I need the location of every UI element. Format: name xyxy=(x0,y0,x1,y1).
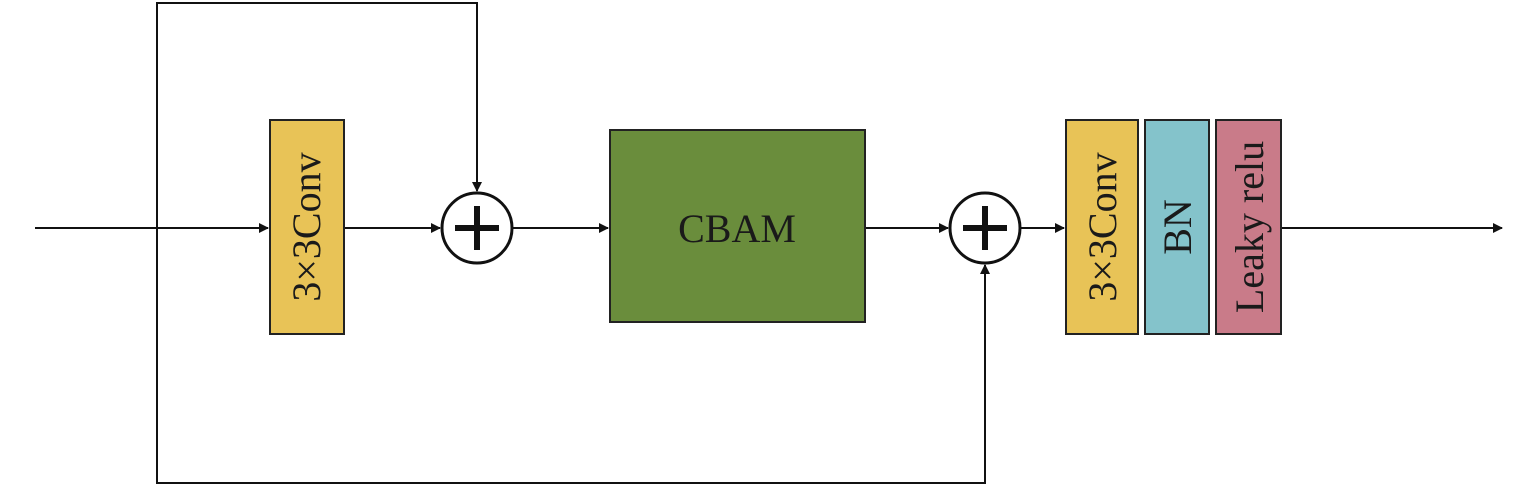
cbam-block: CBAM xyxy=(609,129,866,323)
conv1-label: 3×3Conv xyxy=(284,152,329,301)
cbam-label: CBAM xyxy=(678,206,796,251)
add1-operator xyxy=(440,191,514,265)
conv1-block: 3×3Conv xyxy=(269,119,345,335)
top-skip-connection xyxy=(156,2,482,228)
conv2-label: 3×3Conv xyxy=(1080,152,1125,301)
conv2-block: 3×3Conv xyxy=(1065,119,1139,335)
bn-block: BN xyxy=(1144,119,1210,335)
bottom-skip-connection xyxy=(156,228,990,484)
leaky-relu-label: Leaky relu xyxy=(1227,141,1272,313)
leaky-relu-block: Leaky relu xyxy=(1215,119,1282,335)
bn-label: BN xyxy=(1155,199,1200,255)
add2-operator xyxy=(948,191,1022,265)
